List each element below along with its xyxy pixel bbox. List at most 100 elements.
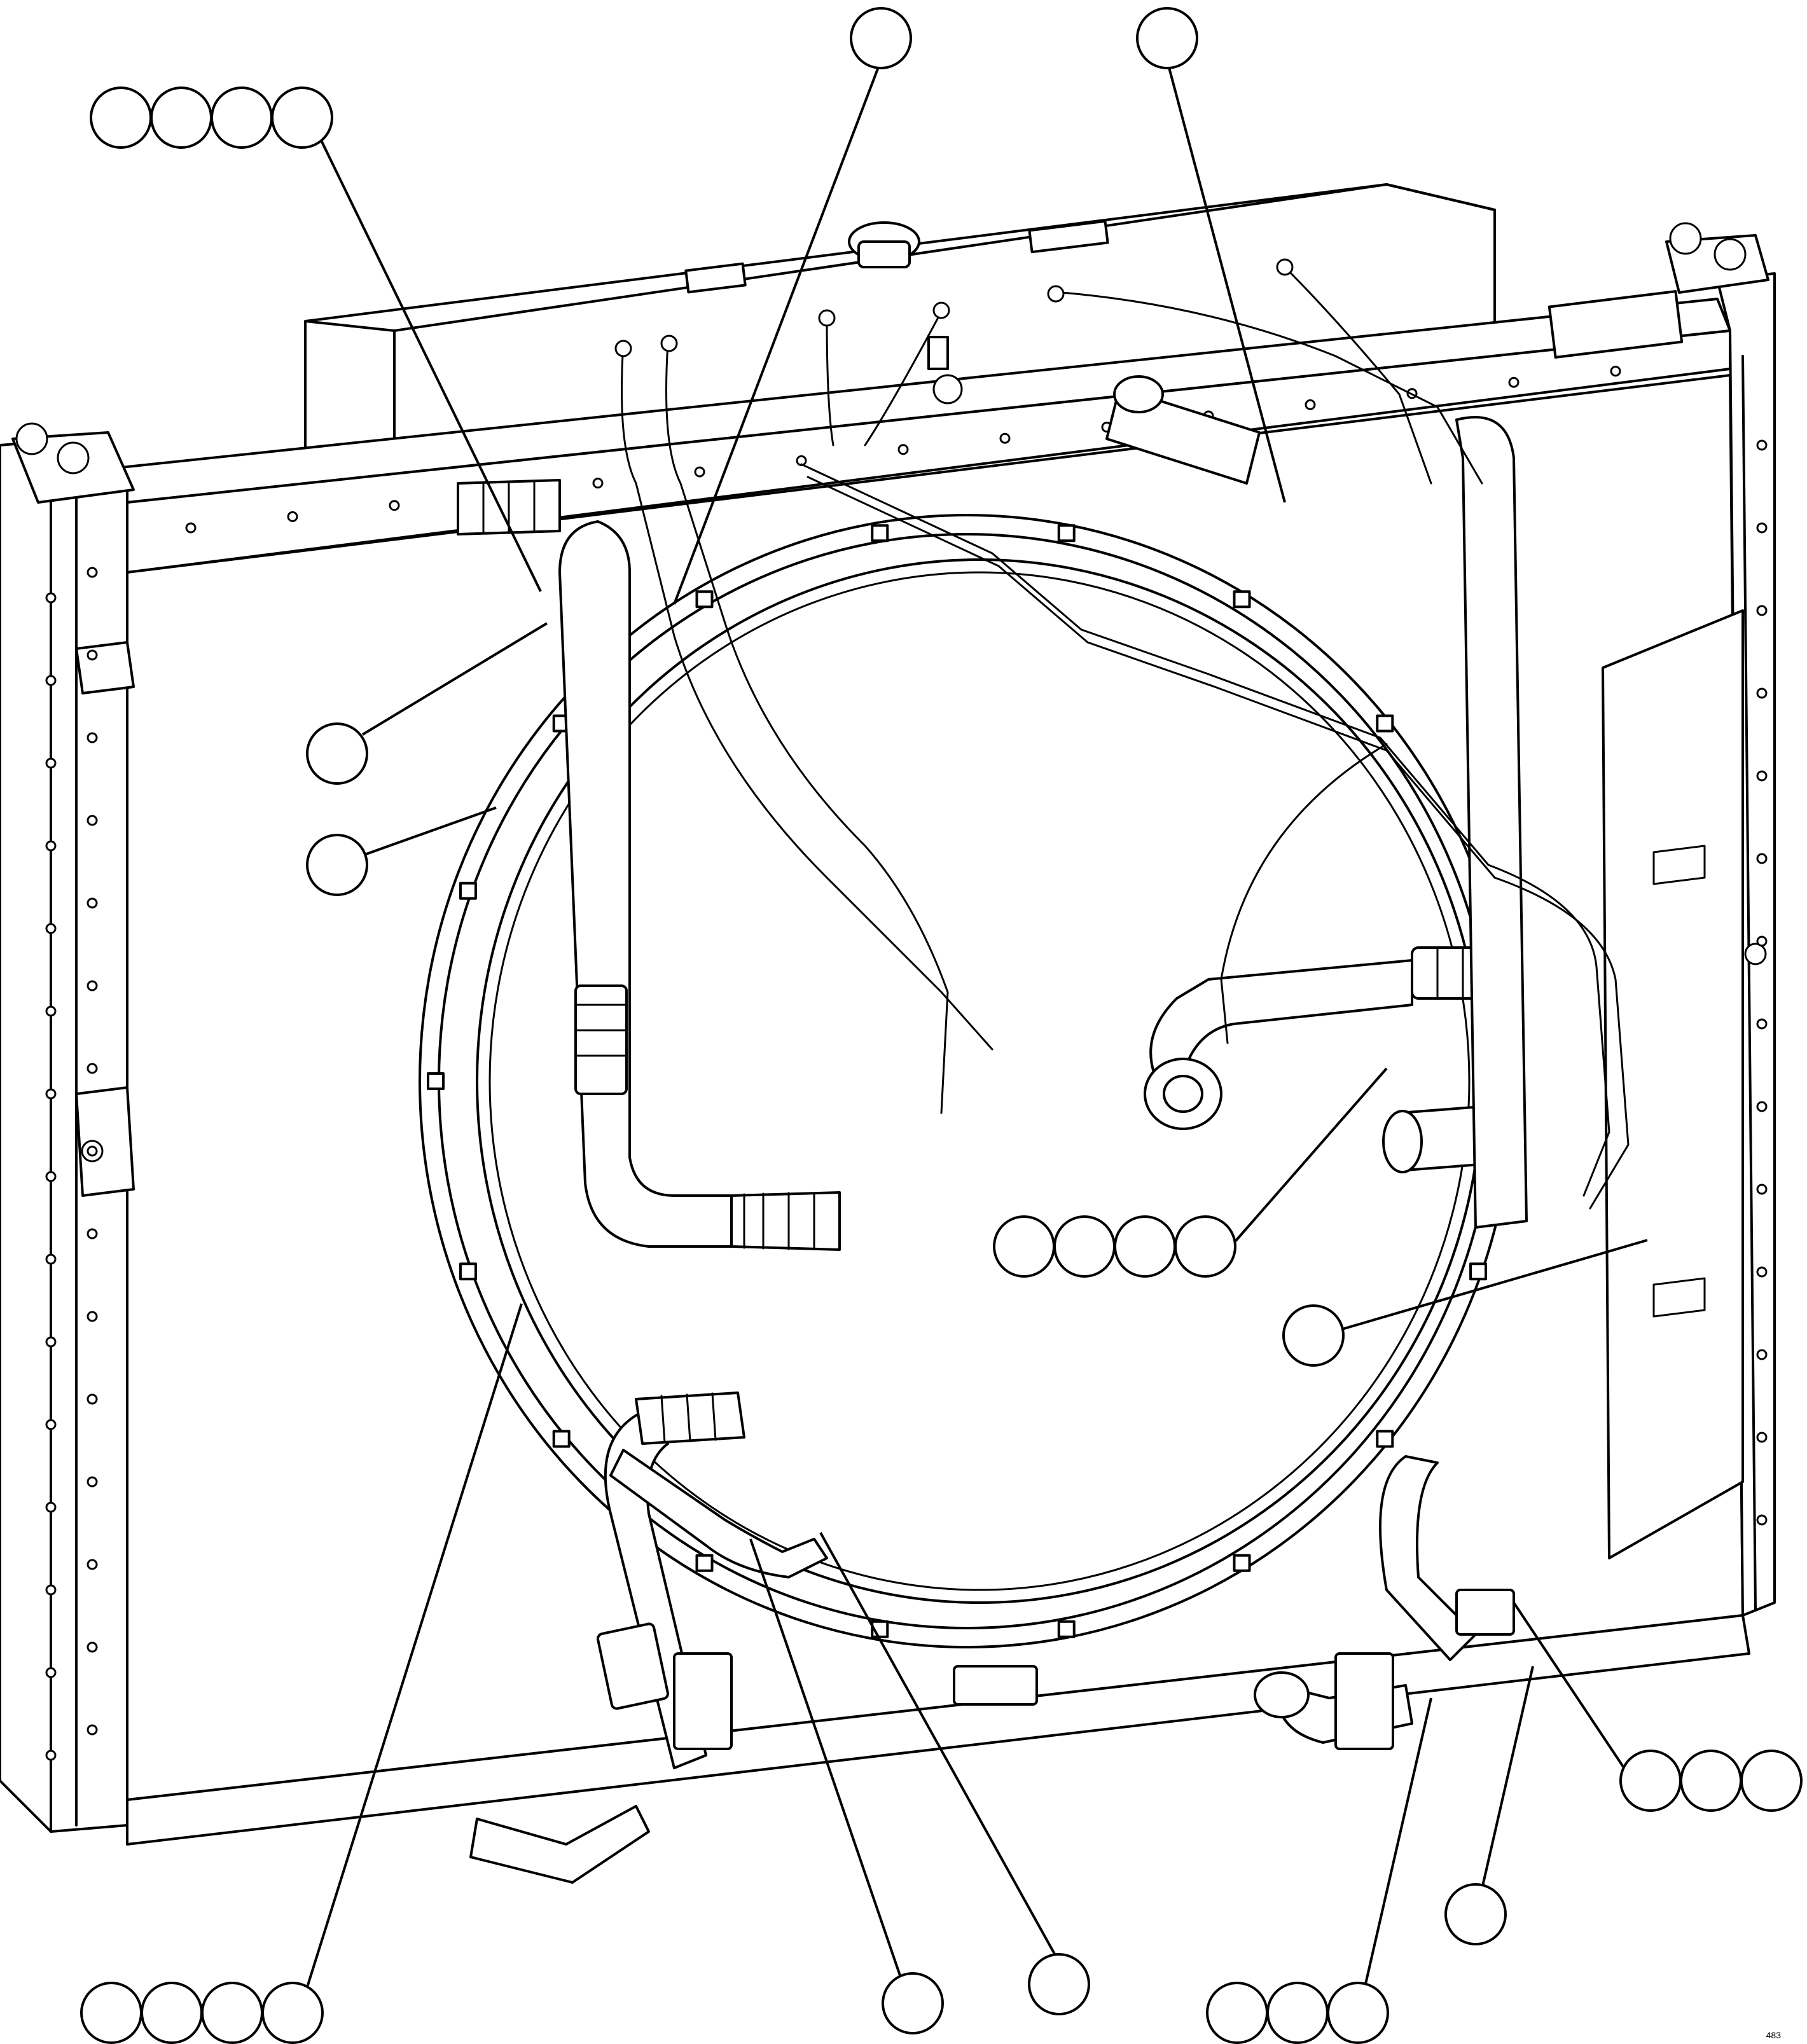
ring-clip [552,1430,571,1448]
callout-bubble [850,7,912,69]
callout-single-top-right [1136,7,1198,69]
callout-bubble [141,1982,203,2044]
callout-bubble [1174,1215,1236,1278]
rivet [1756,605,1768,616]
callout-bubble [882,1972,944,2034]
callout-single-left-upper [306,722,368,785]
rivet [45,923,57,934]
shroud-ring-clips [427,524,1520,1638]
rivet [1756,1514,1768,1526]
rivet [87,897,98,909]
rivet [87,1724,98,1736]
ring-clip [459,881,477,900]
ring-clip [1376,714,1394,733]
rivet [1756,1349,1768,1360]
rivet [45,1005,57,1017]
ring-clip [871,524,889,542]
rivet [87,1311,98,1322]
wire-harness [621,266,1630,1210]
rivet [1756,1101,1768,1112]
rivet [45,675,57,686]
callout-bubble [1282,1304,1345,1367]
callout-bubble [1053,1215,1116,1278]
callout-bubble [993,1215,1055,1278]
rivet [999,432,1011,444]
rivet [87,1559,98,1570]
ring-clip [1376,1430,1394,1448]
rivet [1756,439,1768,451]
callout-bubble [1114,1215,1176,1278]
callout-group-right-lower [1619,1750,1803,1812]
rivet [897,444,909,455]
rivet [45,757,57,769]
rivet [1508,376,1520,388]
callout-bubble [1619,1750,1682,1812]
ring-clip [1057,1620,1076,1638]
callout-bubble [1444,1883,1507,1945]
rivet [1610,366,1621,377]
rivet [87,1145,98,1157]
rivet [1756,1184,1768,1195]
callout-bubble [261,1982,324,2044]
rivet [1756,1018,1768,1030]
callout-bubble [1206,1982,1268,2044]
rivet [87,1063,98,1074]
callout-single-bottom-center-left [882,1972,944,2034]
connectors [614,219,1515,1750]
rivet [45,592,57,604]
callout-bubble [150,86,212,149]
rivet [45,1088,57,1100]
callout-bubble [1740,1750,1803,1812]
callout-leaders [301,60,1648,2004]
frame-bolts [15,222,1767,1163]
rivet [1756,936,1768,947]
callout-single-left-middle [306,834,368,896]
rivet [87,567,98,578]
ring-clip [695,1554,714,1572]
rivet [45,1253,57,1265]
rivet [87,815,98,826]
rivet [592,478,604,489]
callout-bubble [211,86,273,149]
rivet [45,1667,57,1678]
rivet [287,511,298,522]
callout-single-bottom-center-right [1028,1953,1090,2015]
rivet [87,1476,98,1488]
rivet [185,522,197,534]
callout-bubble [1136,7,1198,69]
rivet [87,1228,98,1240]
rivet [1756,1432,1768,1443]
callout-bubble [80,1982,142,2044]
ring-clip [427,1072,445,1090]
ring-clip [695,590,714,609]
rivet [45,1584,57,1596]
rivet [45,1419,57,1430]
callout-bubble [271,86,333,149]
rivet [1756,770,1768,782]
rivet [87,1641,98,1653]
rivet [45,1336,57,1348]
rivet [45,1750,57,1761]
coolant-hoses [457,375,1528,1884]
rivet [389,500,400,511]
ring-clip [1469,1262,1488,1281]
callout-group-bottom-right [1206,1982,1389,2044]
callout-bubble [1327,1982,1389,2044]
rivet [87,649,98,661]
rivet [45,1502,57,1513]
callout-bubble [1266,1982,1329,2044]
callout-group-top-left [90,86,333,149]
callout-single-right-bottom [1444,1883,1507,1945]
rivet [87,1393,98,1405]
rivet [45,840,57,852]
radiator-frame [0,183,1776,1846]
callout-bubble [306,834,368,896]
callout-single-right-middle [1282,1304,1345,1367]
ring-clip [1233,1554,1251,1572]
rivet [1756,853,1768,864]
drawing-reference-number: 483 [1766,2030,1782,2040]
callout-bubble [1028,1953,1090,2015]
callout-single-top-center [850,7,912,69]
rivet [1756,687,1768,699]
